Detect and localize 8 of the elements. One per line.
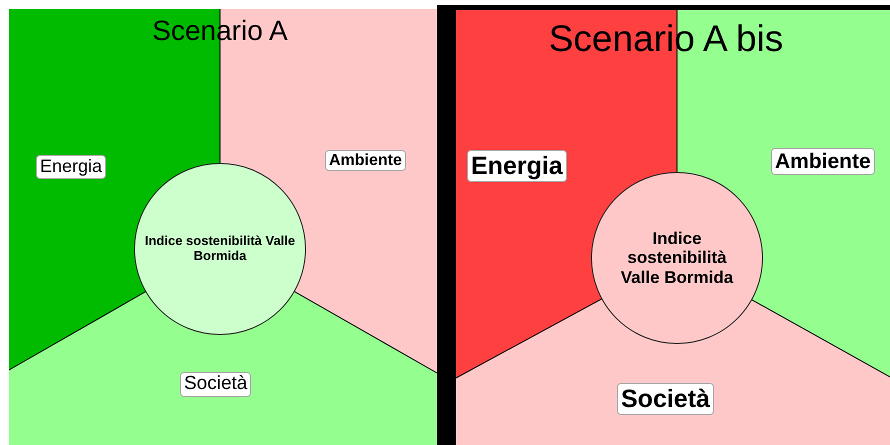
circle-label: Indice sostenibilità Valle Bormida bbox=[144, 234, 296, 264]
sector-label: Ambiente bbox=[325, 150, 406, 172]
sector-label: Società bbox=[180, 372, 252, 397]
sector-label: Energia bbox=[467, 150, 567, 182]
sector-label: Società bbox=[617, 383, 714, 415]
circle-label: Indice sostenibilità Valle Bormida bbox=[620, 228, 734, 288]
sector-label: Energia bbox=[36, 155, 106, 179]
sector-label: Ambiente bbox=[771, 148, 875, 176]
